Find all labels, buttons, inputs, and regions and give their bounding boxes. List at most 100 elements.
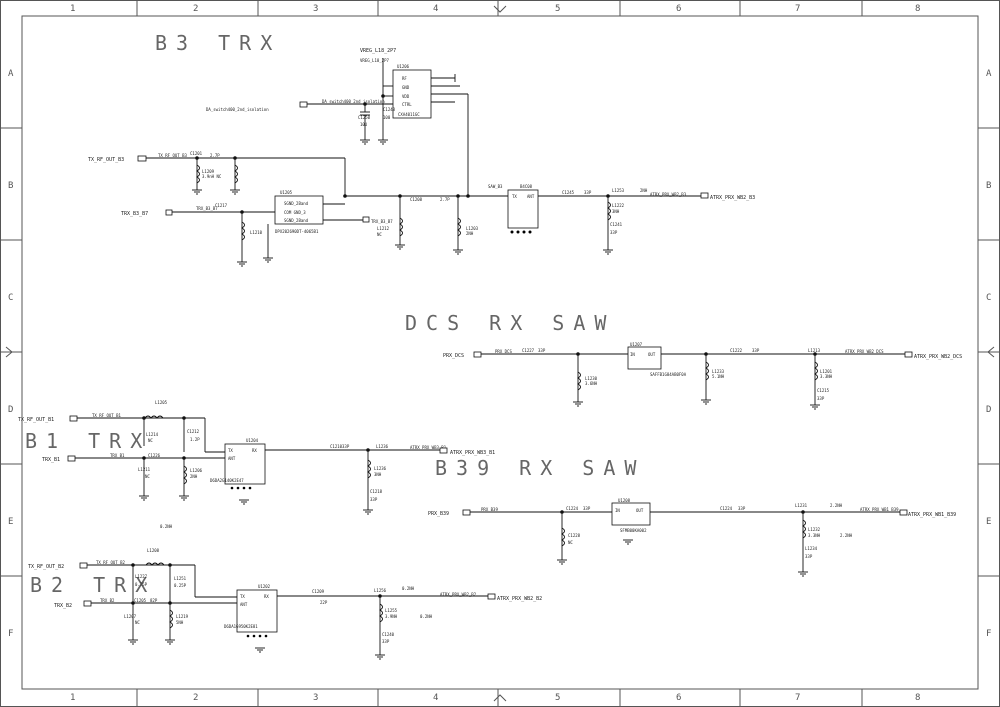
ground-symbols — [128, 139, 820, 660]
svg-text:C1226: C1226 — [148, 453, 161, 458]
svg-text:C1208: C1208 — [410, 197, 423, 202]
svg-text:L1214: L1214 — [146, 432, 159, 437]
svg-text:TRX_B2: TRX_B2 — [54, 603, 72, 609]
chip-u1206 — [392, 69, 432, 119]
svg-text:C1201: C1201 — [190, 151, 203, 156]
svg-text:33P: 33P — [584, 190, 592, 195]
svg-text:L1205: L1205 — [155, 400, 168, 405]
svg-text:L1209: L1209 — [202, 169, 215, 174]
title-b1-trx: B1 TRX — [25, 429, 151, 453]
svg-text:L1201: L1201 — [820, 369, 833, 374]
svg-text:L1210: L1210 — [250, 230, 263, 235]
svg-text:1.2P: 1.2P — [190, 437, 200, 442]
svg-text:C1241: C1241 — [610, 222, 623, 227]
svg-text:2.7P: 2.7P — [440, 197, 450, 202]
svg-text:D: D — [8, 405, 13, 415]
chip-u1202 — [236, 589, 278, 633]
chip-u1204 — [224, 443, 266, 485]
chip-u1208 — [611, 502, 651, 526]
svg-text:33P: 33P — [382, 639, 390, 644]
svg-text:L1232: L1232 — [808, 527, 821, 532]
svg-text:L1253: L1253 — [612, 188, 625, 193]
svg-text:2NH: 2NH — [466, 231, 474, 236]
svg-text:C1248: C1248 — [383, 107, 396, 112]
svg-text:33P: 33P — [752, 348, 760, 353]
svg-text:U1202: U1202 — [258, 584, 271, 589]
svg-text:C: C — [8, 293, 13, 303]
svg-text:L1236: L1236 — [376, 444, 389, 449]
svg-text:VDD: VDD — [402, 94, 410, 99]
svg-text:TX_RF_OUT_B1: TX_RF_OUT_B1 — [92, 413, 121, 418]
svg-text:U1208: U1208 — [618, 498, 631, 503]
svg-text:C1205: C1205 — [134, 598, 147, 603]
svg-text:PRX_B39: PRX_B39 — [481, 507, 498, 512]
svg-text:C1222: C1222 — [730, 348, 743, 353]
svg-text:PRX_B39: PRX_B39 — [428, 511, 449, 517]
svg-text:RX: RX — [252, 448, 257, 453]
svg-text:ATRX_PRX_WB2_DCS: ATRX_PRX_WB2_DCS — [845, 349, 884, 354]
svg-text:L1230: L1230 — [585, 376, 598, 381]
svg-text:NC: NC — [568, 540, 573, 545]
svg-text:GND: GND — [402, 85, 410, 90]
svg-text:TRX_B2: TRX_B2 — [100, 598, 115, 603]
svg-text:VREG_L18_2P7: VREG_L18_2P7 — [360, 48, 396, 54]
svg-text:TX_RF_OUT_B3: TX_RF_OUT_B3 — [158, 153, 187, 158]
dcs-rx-saw-section: PRX_DCS PRX_DCS C1227 33P L1230 3.6NH U1… — [443, 342, 962, 405]
svg-text:2: 2 — [193, 693, 198, 703]
svg-text:TRX_B3_B7: TRX_B3_B7 — [371, 219, 393, 224]
svg-text:33P: 33P — [538, 348, 546, 353]
u1202-ground-pins — [246, 634, 268, 638]
svg-text:5: 5 — [555, 4, 560, 14]
svg-text:3.9NH: 3.9NH — [385, 614, 398, 619]
svg-text:2.2NH: 2.2NH — [830, 503, 843, 508]
svg-text:TRX_B3_B7: TRX_B3_B7 — [196, 206, 218, 211]
svg-text:L1211: L1211 — [138, 467, 151, 472]
title-b39-rx-saw: B39 RX SAW — [435, 456, 645, 480]
svg-text:C1240: C1240 — [382, 632, 395, 637]
svg-text:D6DA2G140K2E47: D6DA2G140K2E47 — [210, 478, 244, 483]
svg-text:TX: TX — [240, 594, 245, 599]
svg-text:5.1NH: 5.1NH — [712, 374, 725, 379]
svg-text:0.2NH: 0.2NH — [420, 614, 433, 619]
junction-dots — [131, 94, 817, 605]
svg-text:2NH: 2NH — [640, 188, 648, 193]
svg-text:7: 7 — [795, 4, 800, 14]
svg-text:OUT: OUT — [648, 352, 656, 357]
svg-text:ATRX_PRX_WB1_B39: ATRX_PRX_WB1_B39 — [908, 512, 956, 518]
svg-text:F: F — [986, 629, 991, 639]
svg-text:L1231: L1231 — [795, 503, 808, 508]
svg-text:TX_RF_OUT_B2: TX_RF_OUT_B2 — [28, 564, 64, 570]
svg-text:8: 8 — [915, 4, 920, 14]
svg-text:NC: NC — [148, 438, 153, 443]
svg-text:C1245: C1245 — [562, 190, 575, 195]
svg-text:D: D — [986, 405, 991, 415]
svg-text:ANT: ANT — [228, 456, 236, 461]
svg-text:C1209: C1209 — [312, 589, 325, 594]
svg-text:2.2NH: 2.2NH — [840, 533, 853, 538]
svg-text:TX_RF_OUT_B3: TX_RF_OUT_B3 — [88, 157, 124, 163]
svg-text:CTRL: CTRL — [402, 102, 412, 107]
svg-text:SGND_2Band: SGND_2Band — [284, 201, 309, 206]
svg-text:SGND_2Band: SGND_2Band — [284, 218, 309, 223]
title-b2-trx: B2 TRX — [30, 573, 156, 597]
svg-text:NC: NC — [135, 620, 140, 625]
svg-text:PRX_DCS: PRX_DCS — [495, 349, 512, 354]
svg-text:3NH: 3NH — [612, 209, 620, 214]
svg-text:U1204: U1204 — [246, 438, 259, 443]
row-labels: AB CD EF AB CD EF — [8, 69, 992, 639]
svg-text:L1236: L1236 — [374, 466, 387, 471]
svg-text:NC: NC — [377, 232, 382, 237]
svg-text:C1215: C1215 — [817, 388, 830, 393]
svg-text:33P: 33P — [610, 230, 618, 235]
svg-text:ANT: ANT — [527, 194, 535, 199]
svg-text:NC: NC — [145, 474, 150, 479]
saw-ground-pins — [510, 230, 532, 234]
svg-text:IN: IN — [615, 508, 620, 513]
svg-text:33P: 33P — [805, 554, 813, 559]
svg-text:C1217: C1217 — [215, 203, 228, 208]
svg-text:F: F — [8, 629, 13, 639]
svg-text:C1227: C1227 — [522, 348, 535, 353]
